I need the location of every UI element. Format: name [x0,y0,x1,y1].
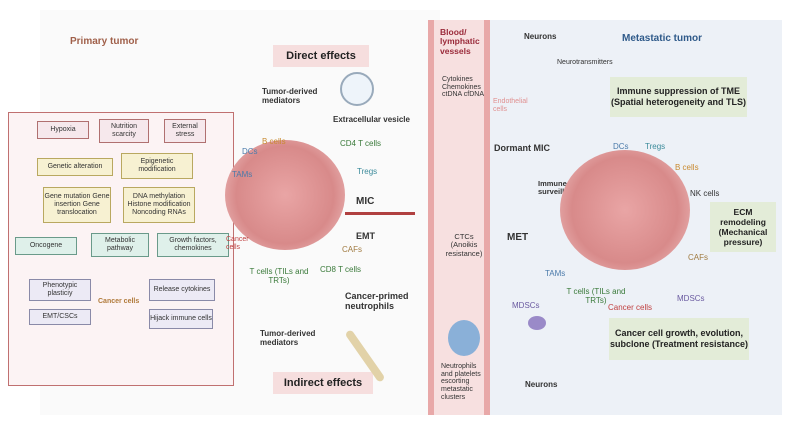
t-cells-label: T cells (TILs and TRTs) [249,267,309,285]
genetic-box: Genetic alteration [37,158,113,176]
mdsc-cell [528,316,546,330]
b-cells-label: B cells [262,137,286,146]
endothelial-label: Endothelial cells [493,98,528,113]
release-box: Release cytokines [149,279,215,301]
primary-tumor-mass [225,140,345,250]
tregs-label-met: Tregs [645,142,666,151]
tumor-mediators-bottom: Tumor-derived mediators [260,329,316,347]
phenotypic-box: Phenotypic plasticiy [29,279,91,301]
neurotransmitters-label: Neurotransmitters [557,59,613,66]
metastatic-tumor-mass [560,150,690,270]
immune-surveillance-label: Immune surveillance [538,179,582,197]
cd4-label: CD4 T cells [340,139,382,148]
epigenetic-box: Epigenetic modification [121,153,193,179]
cafs-label: CAFs [342,245,362,254]
tams-label-met: TAMs [545,269,566,278]
nk-cells-label: NK cells [690,189,720,198]
emt-arrow [345,212,415,215]
direct-effects-label: Direct effects [273,45,369,67]
vessel-factors: Cytokines Chemokines ctDNA cfDNA [442,76,485,99]
emt-cscs-box: EMT/CSCs [29,309,91,325]
immune-suppression-box: Immune suppression of TME (Spatial heter… [610,77,747,117]
t-cells-label-met: T cells (TILs and TRTs) [566,287,626,305]
extracellular-vesicle-icon [340,72,374,106]
emt-label: EMT [356,231,375,241]
primary-tumor-title: Primary tumor [70,36,139,47]
gene-list-box: Gene mutation Gene insertion Gene transl… [43,187,111,223]
mic-label: MIC [356,196,375,207]
tregs-label: Tregs [357,167,378,176]
neurons-bottom-label: Neurons [525,380,558,389]
dormant-mic-label: Dormant MIC [494,143,550,153]
cancer-growth-box: Cancer cell growth, evolution, subclone … [609,318,749,360]
neurons-top-label: Neurons [524,32,557,41]
metastatic-tumor-title: Metastatic tumor [622,33,703,44]
growth-factors-box: Growth factors, chemokines [157,233,229,257]
cd8-label: CD8 T cells [320,265,362,274]
cancer-cells-label-met: Cancer cells [608,303,653,312]
met-label: MET [507,232,529,243]
nutrition-box: Nutrition scarcity [99,119,149,143]
cancer-cell-mechanisms-box: Hypoxia Nutrition scarcity External stre… [8,112,234,386]
tams-label: TAMs [232,170,253,179]
tumor-mediators-top: Tumor-derived mediators [262,87,318,105]
hijack-box: Hijack immune cells [149,309,213,329]
b-cells-label-met: B cells [675,163,699,172]
cancer-cells-label: Cancer cells [98,298,140,305]
stress-box: External stress [164,119,206,143]
ctcs-label: CTCs (Anoikis resistance) [445,232,483,258]
mdscs-label-met2: MDSCs [512,301,540,310]
primed-neutrophils-label: Cancer-primed neutrophils [345,291,409,311]
hypoxia-box: Hypoxia [37,121,89,139]
vessel-title: Blood/ lymphatic vessels [440,27,480,56]
neutrophils-platelets-label: Neutrophils and platelets escorting meta… [441,363,481,401]
cancer-cells-label-primary: Cancer cells [226,236,249,251]
ctc-cluster [448,320,480,356]
cafs-label-met: CAFs [688,253,708,262]
oncogene-box: Oncogene [15,237,77,255]
dcs-label-met: DCs [613,142,629,151]
metabolic-box: Metabolic pathway [91,233,149,257]
ecm-box: ECM remodeling (Mechanical pressure) [710,202,776,252]
dcs-label: DCs [242,147,258,156]
mdscs-label-met: MDSCs [677,294,705,303]
ev-label: Extracellular vesicle [333,115,410,124]
indirect-effects-label: Indirect effects [273,372,373,394]
epi-list-box: DNA methylation Histone modification Non… [123,187,195,223]
